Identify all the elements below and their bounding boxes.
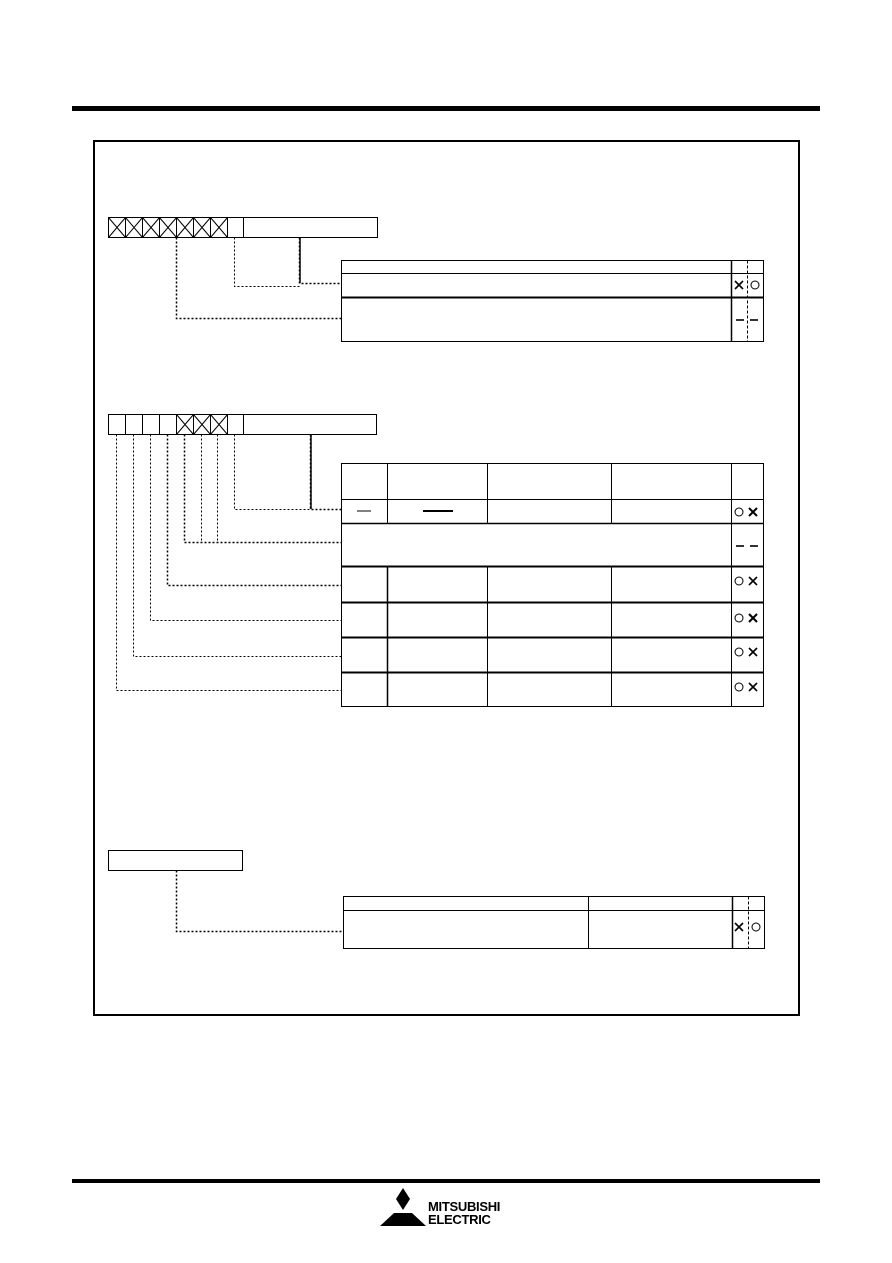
status-cross-icon <box>748 682 758 692</box>
status-cross-icon <box>734 280 744 290</box>
status-circle-icon <box>751 922 761 932</box>
status-circle-icon <box>750 280 760 290</box>
register-2-leaders <box>116 434 341 691</box>
brand-name-line1: MITSUBISHI <box>428 1199 501 1214</box>
status-circle-icon <box>734 613 744 623</box>
header-rule <box>72 106 820 111</box>
status-cross-icon <box>748 576 758 586</box>
status-cross-icon <box>748 613 758 623</box>
brand-name-line2: ELECTRIC <box>428 1212 491 1227</box>
status-circle-icon <box>734 647 744 657</box>
register-diagram-frame <box>93 140 800 1016</box>
status-circle-icon <box>734 576 744 586</box>
status-cross-icon <box>734 922 744 932</box>
status-circle-icon <box>734 682 744 692</box>
register-2-table <box>341 463 764 707</box>
three-diamond-icon <box>380 1188 426 1226</box>
register-1-unused-bits <box>108 217 228 238</box>
register-1-bit-boxes <box>108 217 378 238</box>
register-2-unused-bits <box>176 414 228 435</box>
register-3-table <box>343 896 765 949</box>
register-2-bit-boxes <box>108 414 377 435</box>
register-3-box <box>108 850 243 871</box>
status-circle-icon <box>734 507 744 517</box>
register-1-table <box>341 260 764 342</box>
status-cross-icon <box>748 647 758 657</box>
footer-rule <box>72 1179 820 1183</box>
register-3-leader <box>175 870 343 933</box>
status-cross-icon <box>748 507 758 517</box>
register-1-leaders <box>175 237 341 320</box>
